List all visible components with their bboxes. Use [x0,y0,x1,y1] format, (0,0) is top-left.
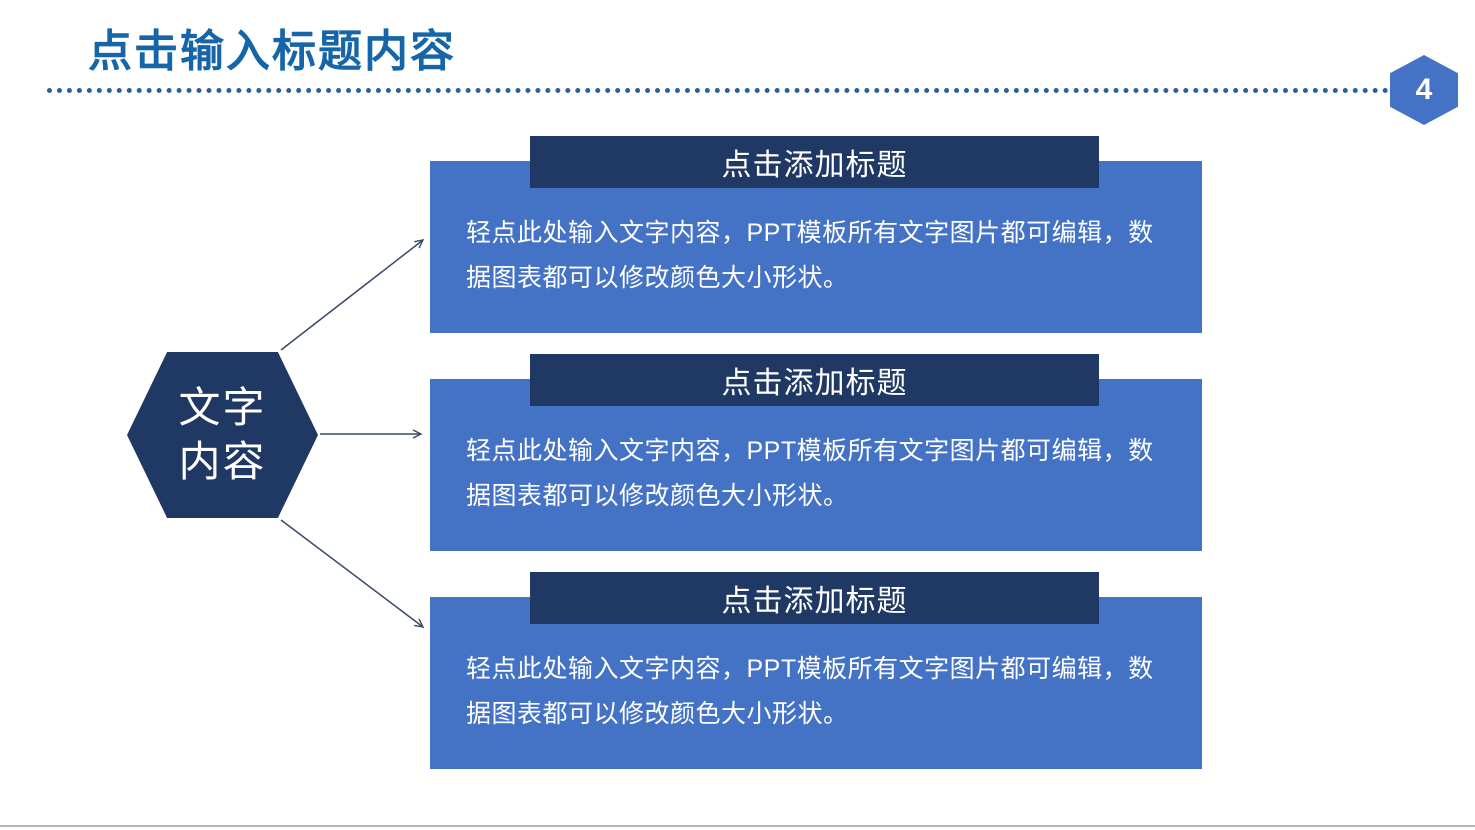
card-3-header[interactable]: 点击添加标题 [530,572,1099,624]
topic-hexagon-shape[interactable]: 文字 内容 [127,352,318,518]
arrow-to-card-3 [280,519,425,628]
card-3-header-text: 点击添加标题 [721,585,908,618]
page-number-badge: 4 [1390,55,1458,125]
card-3-body[interactable]: 轻点此处输入文字内容，PPT模板所有文字图片都可编辑，数据图表都可以修改颜色大小… [430,597,1202,769]
card-2-body-text: 轻点此处输入文字内容，PPT模板所有文字图片都可编辑，数据图表都可以修改颜色大小… [466,437,1154,510]
bottom-edge-line [0,825,1475,827]
card-2-header[interactable]: 点击添加标题 [530,354,1099,406]
card-2-body[interactable]: 轻点此处输入文字内容，PPT模板所有文字图片都可编辑，数据图表都可以修改颜色大小… [430,379,1202,551]
card-1-body[interactable]: 轻点此处输入文字内容，PPT模板所有文字图片都可编辑，数据图表都可以修改颜色大小… [430,161,1202,333]
title-divider-dotted-line [47,88,1389,93]
card-1-header[interactable]: 点击添加标题 [530,136,1099,188]
topic-hexagon-label: 文字 内容 [178,381,266,489]
card-3-body-text: 轻点此处输入文字内容，PPT模板所有文字图片都可编辑，数据图表都可以修改颜色大小… [466,655,1154,728]
page-title[interactable]: 点击输入标题内容 [88,27,456,76]
topic-hexagon-label-line2: 内容 [178,438,267,485]
page-number: 4 [1415,73,1433,106]
card-2-header-text: 点击添加标题 [721,367,908,400]
card-1-body-text: 轻点此处输入文字内容，PPT模板所有文字图片都可编辑，数据图表都可以修改颜色大小… [466,219,1154,292]
arrow-to-card-1 [280,239,425,351]
card-1-header-text: 点击添加标题 [721,149,908,182]
topic-hexagon-label-line1: 文字 [178,384,267,431]
